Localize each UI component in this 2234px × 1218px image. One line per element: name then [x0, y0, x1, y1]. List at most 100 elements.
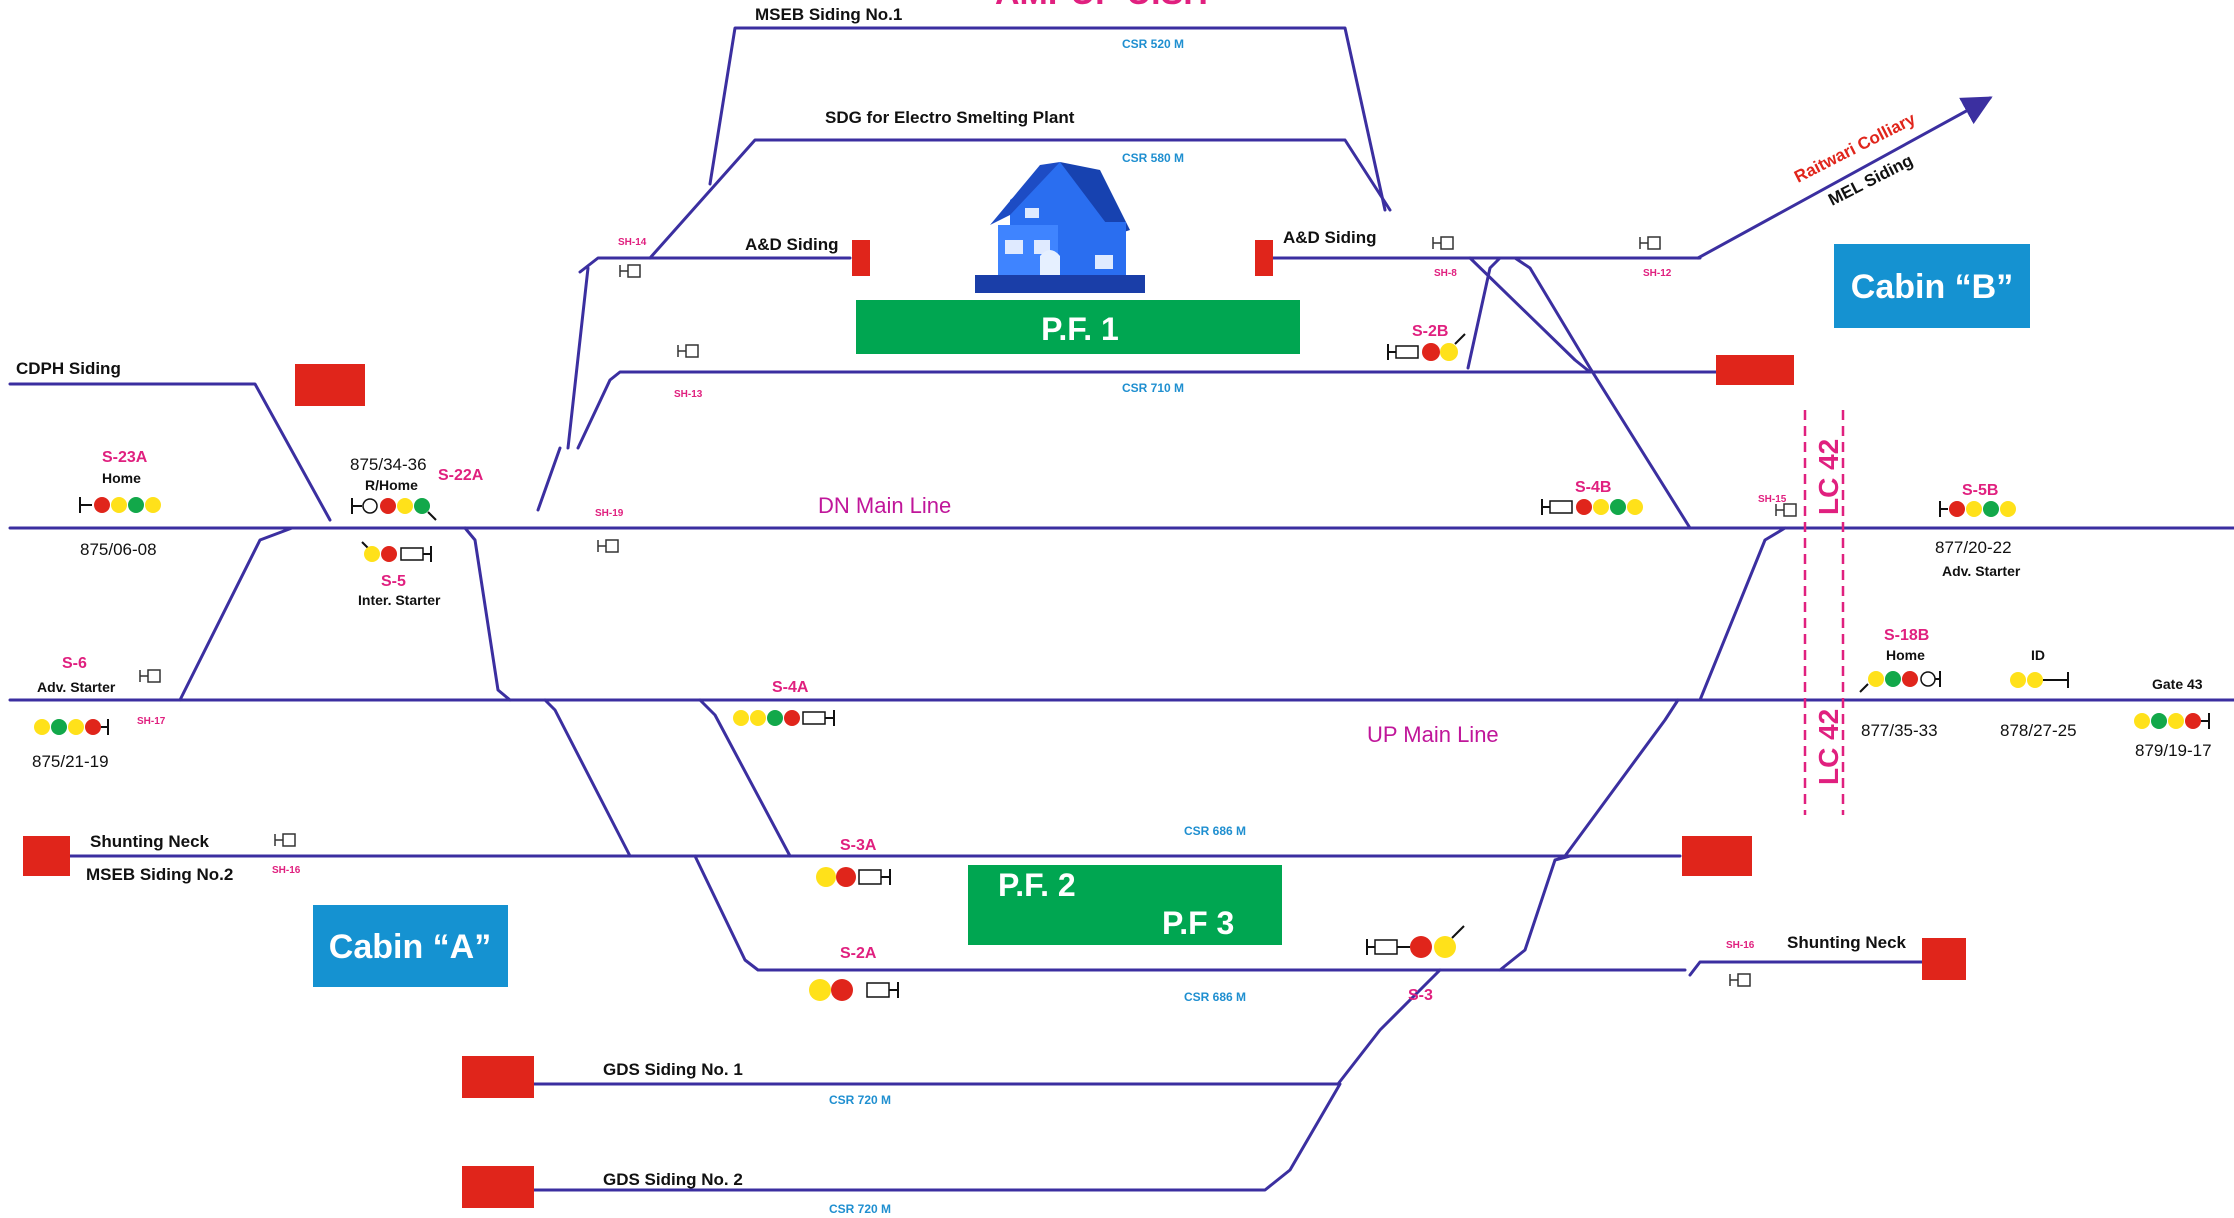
signal-s4b: S-4B	[1541, 479, 1643, 515]
signal-s2a: S-2A	[809, 945, 899, 1001]
track-shunting-neck-right	[1688, 960, 1927, 977]
track-down-to-686a-2	[698, 698, 792, 858]
track-loop-710	[576, 370, 1732, 450]
signal-s3: S-3	[1366, 925, 1465, 1004]
sh-19-icon	[597, 539, 619, 553]
track-upmain-to-686a-right	[1563, 698, 1680, 858]
csr-520: CSR 520 M	[1122, 37, 1184, 51]
signal-s22a-type: R/Home	[365, 477, 418, 493]
platform-3-label: P.F 3	[1162, 905, 1234, 941]
sh-8-icon	[1432, 236, 1454, 250]
track-sdg-electro	[648, 138, 1392, 260]
track-crossover-left-1	[178, 526, 294, 702]
cabins: Cabin “A” Cabin “B”	[313, 244, 2030, 987]
signal-s2a-id: S-2A	[840, 945, 877, 962]
cabin-a	[313, 905, 508, 987]
label-sdg-electro: SDG for Electro Smelting Plant	[825, 108, 1075, 127]
signal-s2b: S-2B	[1387, 323, 1466, 361]
signal-s18b-km: 877/35-33	[1861, 721, 1938, 740]
track-gds-siding-2	[518, 1082, 1342, 1192]
sh-16-right-icon	[1729, 973, 1751, 987]
signal-s5b-type: Adv. Starter	[1942, 563, 2021, 579]
sh-14-label: SH-14	[618, 237, 647, 248]
csr-686-b: CSR 686 M	[1184, 990, 1246, 1004]
signal-s3a: S-3A	[816, 837, 891, 887]
signal-s23a-km: 875/06-08	[80, 540, 157, 559]
signal-s23a-type: Home	[102, 470, 141, 486]
track-710-right-curve	[1468, 256, 1592, 374]
sh-19-label: SH-19	[595, 508, 624, 519]
sh-17-label: SH-17	[137, 716, 166, 727]
signal-s18b: S-18B Home 877/35-33	[1859, 627, 1941, 740]
lc42-bottom-label: LC 42	[1813, 709, 1844, 785]
signal-s22a-km: 875/34-36	[350, 455, 427, 474]
signal-id-km: 878/27-25	[2000, 721, 2077, 740]
buffer-ad-left	[852, 240, 870, 276]
cabin-b-label: Cabin “B”	[1851, 268, 2013, 306]
signal-s22a-id: S-22A	[438, 467, 484, 484]
level-crossing-lc42: LC 42 LC 42	[1803, 410, 1845, 815]
platforms: P.F. 1 P.F. 2 P.F 3	[856, 300, 1300, 945]
sh-17-icon	[139, 669, 161, 683]
label-shunting-neck-left: Shunting Neck	[90, 832, 210, 851]
label-up-main-line: UP Main Line	[1367, 722, 1499, 747]
buffer-cdph	[295, 364, 365, 406]
signal-gate43-km: 879/19-17	[2135, 741, 2212, 760]
signal-s5-id: S-5	[381, 573, 406, 590]
lc42-top-label: LC 42	[1813, 439, 1844, 515]
csr-710: CSR 710 M	[1122, 381, 1184, 395]
signal-gate43: Gate 43 879/19-17	[2134, 676, 2212, 760]
platform-2-3	[968, 865, 1282, 945]
sh-15-icon	[1775, 503, 1797, 517]
platform-1	[856, 300, 1300, 354]
label-gds-siding-1: GDS Siding No. 1	[603, 1060, 743, 1079]
sh-16-left-icon	[274, 833, 296, 847]
track-gds-siding-1	[518, 968, 1442, 1086]
csr-720-b: CSR 720 M	[829, 1202, 891, 1216]
buffer-shunting-neck-right	[1922, 938, 1966, 980]
sh-14-icon	[619, 264, 641, 278]
sh-13-icon	[677, 344, 699, 358]
signal-s5b: S-5B 877/20-22 Adv. Starter	[1935, 482, 2021, 579]
buffer-shunting-neck-left	[23, 836, 70, 876]
signal-s18b-type: Home	[1886, 647, 1925, 663]
label-mseb-siding-2: MSEB Siding No.2	[86, 865, 233, 884]
sh-16-left-label: SH-16	[272, 865, 301, 876]
csr-686-a: CSR 686 M	[1184, 824, 1246, 838]
buffer-loop-710-right	[1716, 355, 1794, 385]
label-gds-siding-2: GDS Siding No. 2	[603, 1170, 743, 1189]
signal-s18b-id: S-18B	[1884, 627, 1929, 644]
label-ad-siding-right: A&D Siding	[1283, 228, 1377, 247]
buffer-686a-right	[1682, 836, 1752, 876]
signal-s5: S-5 Inter. Starter	[358, 541, 441, 608]
buffer-gds-1	[462, 1056, 534, 1098]
sh-12-label: SH-12	[1643, 268, 1672, 279]
cabin-b	[1834, 244, 2030, 328]
track-down-to-686a	[543, 698, 632, 858]
track-mseb-siding-1	[708, 26, 1387, 212]
label-dn-main-line: DN Main Line	[818, 493, 951, 518]
track-mel-siding	[1696, 96, 1993, 260]
track-ad-left	[578, 256, 852, 274]
signal-s6-km: 875/21-19	[32, 752, 109, 771]
sh-13-label: SH-13	[674, 389, 703, 400]
platform-1-label: P.F. 1	[1041, 311, 1119, 347]
track-loop-hook-left	[566, 266, 590, 450]
track-crossover-2b	[1466, 256, 1692, 530]
sh-8-label: SH-8	[1434, 268, 1457, 279]
siding-labels: MSEB Siding No.1 SDG for Electro Smeltin…	[16, 5, 1919, 1189]
signal-s4a-id: S-4A	[772, 679, 809, 696]
track-686b-up-right	[1498, 854, 1572, 972]
signal-s22a: 875/34-36 R/Home S-22A	[350, 455, 484, 521]
buffer-ad-right	[1255, 240, 1273, 276]
track-crossover-left-3	[536, 446, 562, 512]
signal-s4a: S-4A	[733, 679, 835, 726]
label-mseb-siding-1: MSEB Siding No.1	[755, 5, 902, 24]
signal-gate43-label: Gate 43	[2152, 676, 2203, 692]
title-partial: AMPUP U.S.T	[995, 0, 1214, 12]
platform-2-label: P.F. 2	[998, 867, 1076, 903]
signal-s4b-id: S-4B	[1575, 479, 1611, 496]
track-cdph-siding	[8, 382, 332, 522]
csr-labels: CSR 520 M CSR 580 M CSR 710 M CSR 686 M …	[829, 37, 1246, 1216]
